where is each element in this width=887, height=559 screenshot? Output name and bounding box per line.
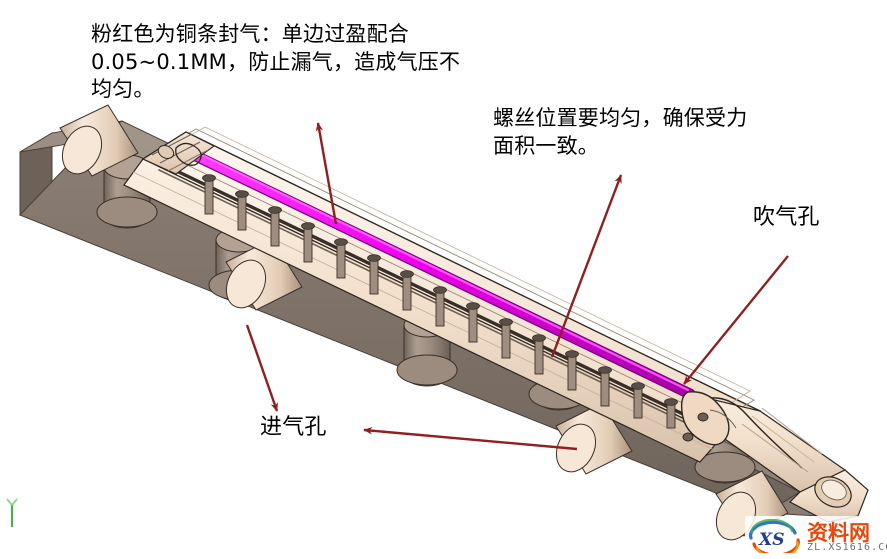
- xs-logo-icon: XS: [749, 519, 800, 553]
- screw-posts: [202, 174, 678, 429]
- screw-post: [532, 334, 546, 375]
- intake-arrow-down: [245, 324, 279, 412]
- screw-note-text: 螺丝位置要均匀，确保受力 面积一致。: [493, 106, 748, 158]
- left-end-cutaway: [141, 131, 216, 175]
- intake-port: [59, 104, 139, 177]
- intake-hole-label: 进气孔: [260, 415, 327, 440]
- screw-post: [268, 206, 282, 247]
- screw-arrow: [550, 174, 623, 358]
- screw-post: [202, 174, 216, 215]
- right-end-cutaway: [680, 391, 869, 523]
- screw-post: [334, 238, 348, 279]
- xs-logo-letters: XS: [758, 530, 784, 550]
- screw-post: [466, 302, 480, 343]
- annotation-arrows: [245, 122, 789, 451]
- screw-post: [433, 286, 447, 327]
- seal-note-text: 粉红色为铜条封气：单边过盈配合 0.05~0.1MM，防止漏气，造成气压不 均匀…: [91, 22, 461, 102]
- watermark-url: ZL.XS1616.COM: [807, 542, 887, 553]
- screw-post: [631, 382, 645, 419]
- screw-post: [499, 318, 513, 359]
- screw-post: [565, 350, 579, 391]
- seal-arrow: [315, 122, 338, 225]
- watermark-site-name: 资料网: [807, 521, 870, 545]
- screw-post: [664, 398, 678, 429]
- blow-arrow: [683, 255, 789, 385]
- screw-post: [400, 270, 414, 311]
- screw-post: [598, 366, 612, 407]
- screw-post: [301, 222, 315, 263]
- screw-post: [235, 190, 249, 231]
- screw-post: [367, 254, 381, 295]
- blow-hole-label: 吹气孔: [753, 205, 820, 230]
- intake-arrow-left: [363, 426, 578, 451]
- copper-seal-strip: [190, 150, 696, 400]
- axis-triad: Y: [6, 498, 18, 527]
- watermark: XS 资料网 ZL.XS1616.COM: [745, 516, 887, 559]
